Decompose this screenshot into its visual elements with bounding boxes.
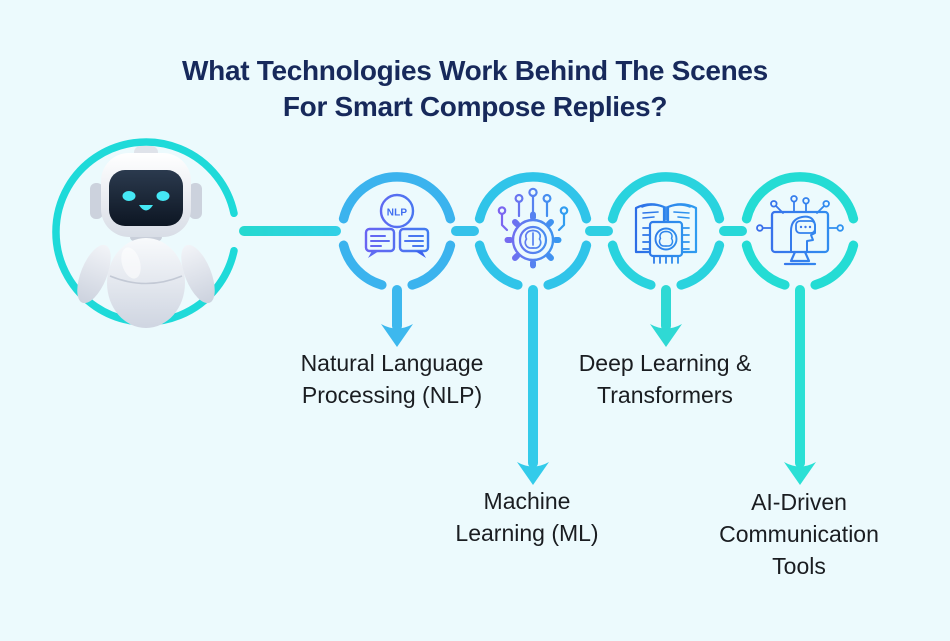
node-label-line: Communication <box>719 521 879 547</box>
gear-brain-circuit-icon <box>497 187 569 269</box>
arrow-ai <box>784 285 816 485</box>
ai-chip-core <box>654 227 678 251</box>
robot-face-screen <box>109 170 183 226</box>
node-label-dl: Deep Learning & Transformers <box>579 347 752 411</box>
robot-ear-right <box>189 183 202 219</box>
robot-arm-left <box>77 244 111 304</box>
ai-head-profile <box>790 215 816 253</box>
chat-bubble <box>795 220 816 234</box>
hub-circle <box>52 138 238 326</box>
book-ai-chip-icon <box>634 203 698 264</box>
page-title-line1: What Technologies Work Behind The Scenes <box>182 55 768 86</box>
node-label-line: AI-Driven <box>751 489 847 515</box>
open-book <box>634 203 698 254</box>
robot-arm-right <box>181 244 215 304</box>
ai-chip-pins <box>642 227 690 264</box>
gear-teeth <box>504 211 562 269</box>
arrow-ml <box>517 285 549 485</box>
arrow-dl <box>650 285 682 347</box>
node-label-ml: Machine Learning (ML) <box>455 485 598 549</box>
nlp-chat-bubbles-icon: NLP <box>364 193 430 258</box>
circuit-nodes <box>756 195 844 232</box>
node-circle-ml <box>474 172 592 290</box>
node-label-line: Transformers <box>597 382 733 408</box>
monitor-screen <box>770 210 830 254</box>
robot-ear-left <box>90 183 103 219</box>
chat-bubble-left-tail <box>368 251 379 258</box>
arrow-nlp <box>381 285 413 347</box>
node-circle-nlp <box>338 172 456 290</box>
nlp-badge-circle <box>379 193 415 229</box>
robot-smile <box>139 205 153 211</box>
node-label-line: Learning (ML) <box>455 520 599 546</box>
page-title: What Technologies Work Behind The Scenes… <box>0 53 950 125</box>
chat-bubble-dots <box>799 225 812 229</box>
node-label-line: Processing (NLP) <box>301 382 483 408</box>
node-circle-dl <box>607 172 725 290</box>
robot-body-seam <box>109 275 183 285</box>
node-label-nlp: Natural Language Processing (NLP) <box>301 347 484 411</box>
gear-inner <box>518 225 548 255</box>
nlp-badge-text: NLP <box>387 208 408 219</box>
brain-squiggle <box>524 229 542 249</box>
node-label-line: Tools <box>772 553 826 579</box>
node-label-line: Deep Learning & <box>578 350 752 376</box>
monitor-ai-head-icon <box>756 195 844 266</box>
robot-body-highlight <box>121 247 141 279</box>
circuit-pins <box>497 187 569 232</box>
node-label-line: Natural Language <box>300 350 484 376</box>
node-label-line: Machine <box>483 488 571 514</box>
chat-bubble-right-tail <box>415 251 426 258</box>
robot-mascot <box>77 146 215 328</box>
robot-eye-left <box>122 191 136 201</box>
chat-bubble-right <box>398 227 430 253</box>
chat-bubble-left <box>364 227 396 253</box>
monitor-stand <box>789 250 811 263</box>
robot-eye-right <box>156 191 170 201</box>
ai-chip-brain <box>658 230 674 247</box>
node-label-ai: AI-Driven Communication Tools <box>719 486 879 582</box>
page-title-line2: For Smart Compose Replies? <box>282 91 668 122</box>
node-circle-ai <box>741 172 859 290</box>
